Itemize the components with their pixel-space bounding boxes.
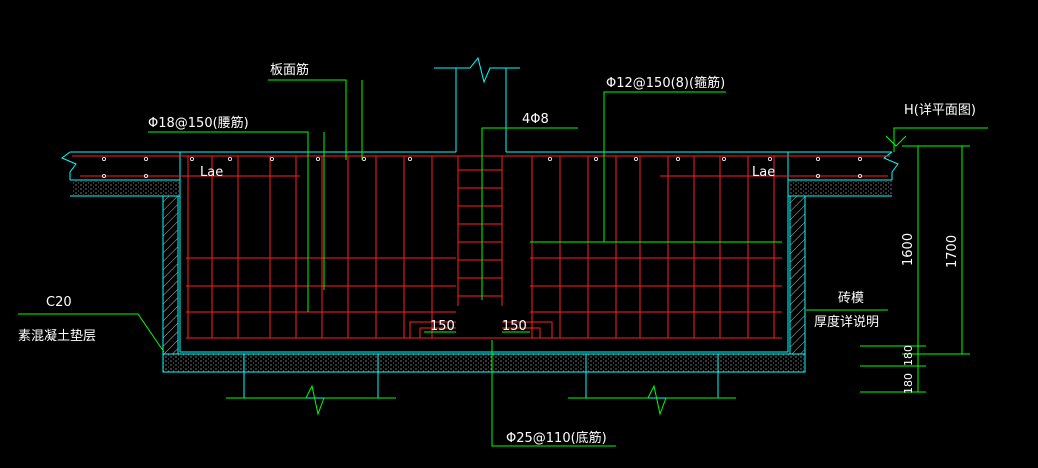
top-bar-dot	[634, 156, 639, 161]
label-waist-bar: Φ18@150(腰筋)	[148, 115, 249, 131]
dim-180-lower: 180	[902, 373, 915, 394]
brick-mold-right	[789, 195, 806, 355]
slab-left	[61, 151, 180, 197]
top-bar-dot	[407, 156, 412, 161]
label-4phi8: 4Φ8	[522, 112, 549, 127]
slab-bar-dot	[102, 173, 107, 178]
label-board-top-bar: 板面筋	[270, 62, 309, 78]
column-stub	[434, 56, 520, 152]
label-stirrup: Φ12@150(8)(箍筋)	[606, 75, 725, 91]
label-brick-mold: 砖模	[838, 291, 864, 306]
rebar-cage	[72, 155, 890, 339]
top-bar-dots	[102, 156, 863, 178]
pile-cap-right	[568, 354, 736, 416]
top-bar-dot	[143, 156, 148, 161]
top-bar-dot	[361, 156, 366, 161]
dim-1600: 1600	[901, 233, 916, 266]
slab-bar-dot	[816, 173, 821, 178]
label-height-ref: H(详平面图)	[904, 103, 976, 118]
label-bottom-bar: Φ25@110(底筋)	[506, 430, 607, 446]
top-bar-dot	[768, 156, 773, 161]
top-bar-dot	[315, 156, 320, 161]
stirrups	[187, 156, 775, 338]
slab-bar-dot	[143, 173, 148, 178]
top-bar-dot	[269, 156, 274, 161]
top-bar-dot	[548, 156, 553, 161]
top-bar-dot	[816, 156, 821, 161]
slab-bar-dot	[858, 173, 863, 178]
label-lae-right: Lae	[752, 165, 775, 180]
label-cushion-layer: 素混凝土垫层	[18, 328, 96, 344]
beam-outline	[179, 151, 789, 353]
top-bar-dot	[102, 156, 107, 161]
label-concrete-grade: C20	[46, 295, 72, 310]
dim-180-upper: 180	[902, 345, 915, 366]
label-spacing-left: 150	[430, 319, 455, 334]
top-bar-dot	[858, 156, 863, 161]
top-bar-dot	[227, 156, 232, 161]
label-spacing-right: 150	[502, 319, 527, 334]
label-thickness-note: 厚度详说明	[814, 314, 879, 330]
pile-cap-left	[226, 354, 396, 416]
dim-1700: 1700	[945, 235, 960, 268]
top-bar-dot	[676, 156, 681, 161]
top-bar-dot	[594, 156, 599, 161]
slab-right	[788, 151, 899, 197]
top-bar-dot	[722, 156, 727, 161]
dimensions	[860, 145, 970, 393]
label-lae-left: Lae	[200, 165, 223, 180]
top-bar-dot	[189, 156, 194, 161]
leaders	[18, 79, 988, 447]
brick-mold-left	[162, 195, 179, 355]
cushion-layer	[162, 353, 806, 373]
